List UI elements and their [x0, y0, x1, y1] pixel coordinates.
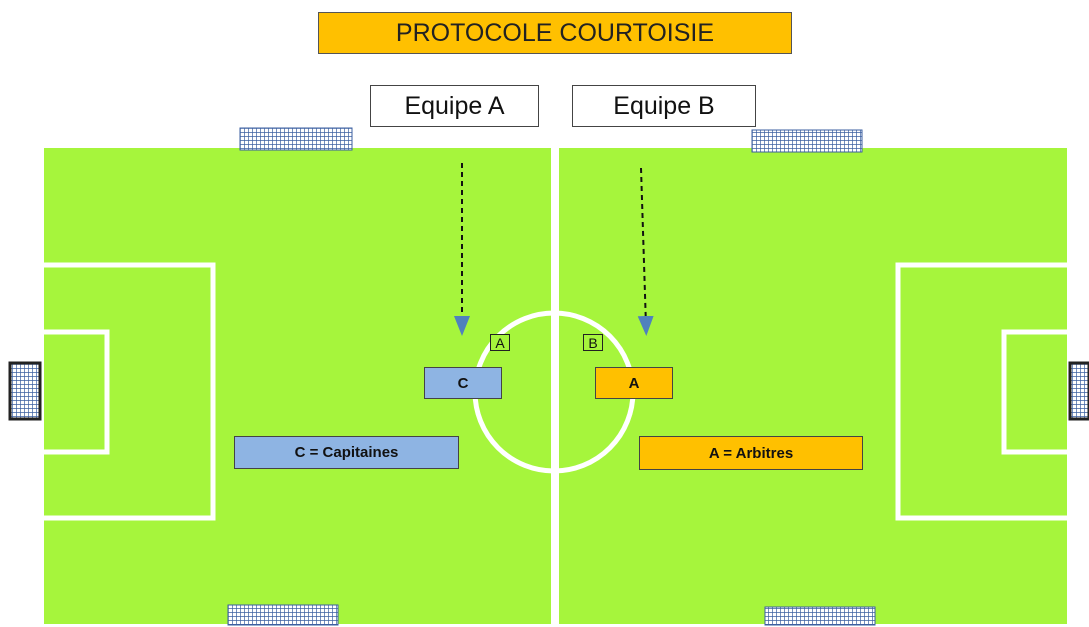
team-b-label: Equipe B [572, 85, 756, 127]
legend-referees: A = Arbitres [639, 436, 863, 470]
bottom-right-bench-icon [764, 606, 876, 626]
legend-captains: C = Capitaines [234, 436, 459, 469]
tag-right: B [583, 334, 603, 351]
top-left-bench-icon [239, 127, 353, 151]
center-line [551, 148, 559, 624]
tag-left: A [490, 334, 510, 351]
team-a-label: Equipe A [370, 85, 539, 127]
left-penalty-area [44, 262, 216, 521]
page-title: PROTOCOLE COURTOISIE [318, 12, 792, 54]
left-goal-area [44, 329, 110, 455]
right-goal-area [1001, 329, 1067, 455]
top-right-bench-icon [751, 129, 863, 153]
referee-position-box: A [595, 367, 673, 399]
captain-position-box: C [424, 367, 502, 399]
right-goal-net-icon [1068, 361, 1089, 421]
right-penalty-area [895, 262, 1067, 521]
left-goal-net-icon [8, 361, 42, 421]
bottom-left-bench-icon [227, 604, 339, 626]
